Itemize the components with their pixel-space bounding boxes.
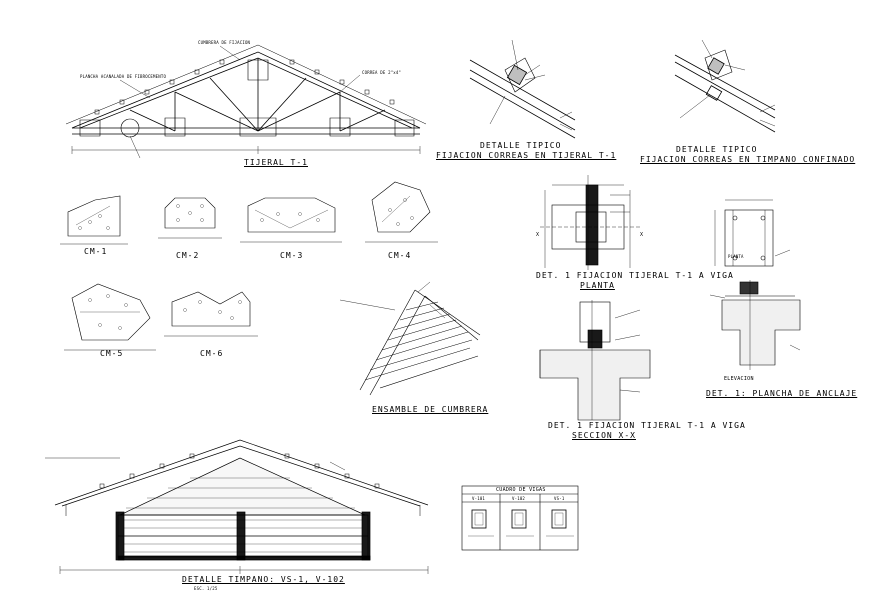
detail1-title-b: FIJACION CORREAS EN TIJERAL T-1: [436, 151, 617, 160]
cm3-label: CM-3: [280, 251, 304, 260]
anchor-plate-title: DET. 1: PLANCHA DE ANCLAJE: [706, 389, 858, 398]
truss-t1-drawing: [65, 44, 427, 159]
cm2-label: CM-2: [176, 251, 200, 260]
beam-schedule-title: CUADRO DE VIGAS: [496, 487, 546, 493]
section-mark-left: X: [536, 232, 540, 238]
detail1-title-a: DETALLE TIPICO: [480, 141, 562, 150]
detail2-title-b: FIJACION CORREAS EN TIMPANO CONFINADO: [640, 155, 856, 164]
det1-plan-title-b: PLANTA: [580, 281, 615, 290]
truss-title: TIJERAL T-1: [244, 158, 308, 167]
cm1-label: CM-1: [84, 247, 108, 256]
gable-scale: ESC. 1/25: [194, 586, 218, 591]
anchor-plate-drawing: [709, 199, 801, 370]
det1-section-drawing: [539, 300, 651, 421]
beam-col-v101: V-101: [472, 496, 486, 501]
gable-wall-drawing: [45, 439, 429, 574]
elevation-label: ELEVACION: [724, 376, 754, 382]
ridge-assembly-drawing: [339, 281, 481, 396]
ridge-assembly-title: ENSAMBLE DE CUMBRERA: [372, 405, 489, 414]
cm4-label: CM-4: [388, 251, 412, 260]
anchor-plan-label: PLANTA: [728, 254, 744, 259]
cm5-label: CM-5: [100, 349, 124, 358]
truss-note-correa: CORREA DE 2"x4": [362, 70, 402, 75]
detail-purlin-truss-drawing: [469, 39, 576, 139]
det1-plan-title-a: DET. 1 FIJACION TIJERAL T-1 A VIGA: [536, 271, 734, 280]
det1-section-title-a: DET. 1 FIJACION TIJERAL T-1 A VIGA: [548, 421, 746, 430]
cm6-label: CM-6: [200, 349, 224, 358]
detail2-title-a: DETALLE TIPICO: [676, 145, 758, 154]
beam-col-v102: V-102: [512, 496, 526, 501]
det1-section-title-b: SECCION X-X: [572, 431, 636, 440]
beam-schedule-table: [461, 485, 579, 551]
beam-col-vs1: VS-1: [554, 496, 565, 501]
det1-plan-drawing: [540, 175, 640, 270]
detail-purlin-gable-drawing: [674, 39, 776, 133]
truss-note-cumbrera: CUMBRERA DE FIJACION: [198, 40, 251, 45]
gusset-plates-drawing: [60, 181, 438, 351]
gable-title: DETALLE TIMPANO: VS-1, V-102: [182, 575, 345, 584]
truss-note-plancha: PLANCHA ACANALADA DE FIBROCEMENTO: [80, 74, 167, 79]
section-mark-right: X: [640, 232, 644, 238]
